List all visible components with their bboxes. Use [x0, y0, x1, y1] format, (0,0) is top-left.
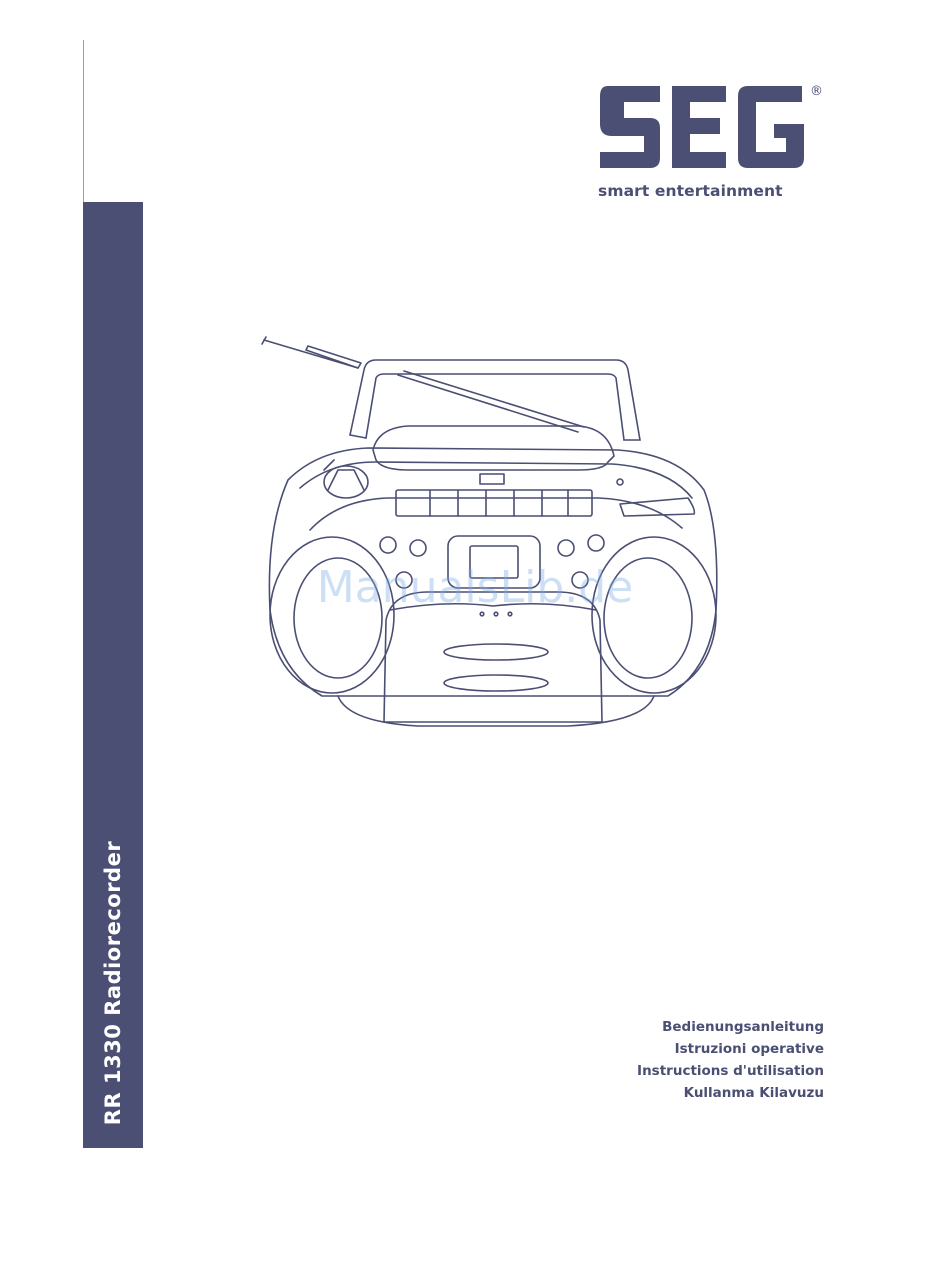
- top-vertical-rule: [83, 40, 84, 202]
- watermark: ManualsLib.de: [0, 562, 950, 613]
- language-list: Bedienungsanleitung Istruzioni operative…: [637, 1016, 824, 1104]
- language-item-de: Bedienungsanleitung: [637, 1016, 824, 1038]
- brand-tagline: smart entertainment: [598, 182, 783, 200]
- boombox-radio-cassette-icon: [258, 330, 728, 730]
- registered-mark: ®: [810, 84, 823, 99]
- language-item-fr: Instructions d'utilisation: [637, 1060, 824, 1082]
- seg-logo-wordmark: [598, 82, 808, 172]
- language-item-it: Istruzioni operative: [637, 1038, 824, 1060]
- side-band: RR 1330 Radiorecorder: [83, 202, 143, 1148]
- seg-logo: ® smart entertainment: [598, 82, 830, 207]
- language-item-tr: Kullanma Kilavuzu: [637, 1082, 824, 1104]
- product-title-text: RR 1330 Radiorecorder: [101, 841, 125, 1125]
